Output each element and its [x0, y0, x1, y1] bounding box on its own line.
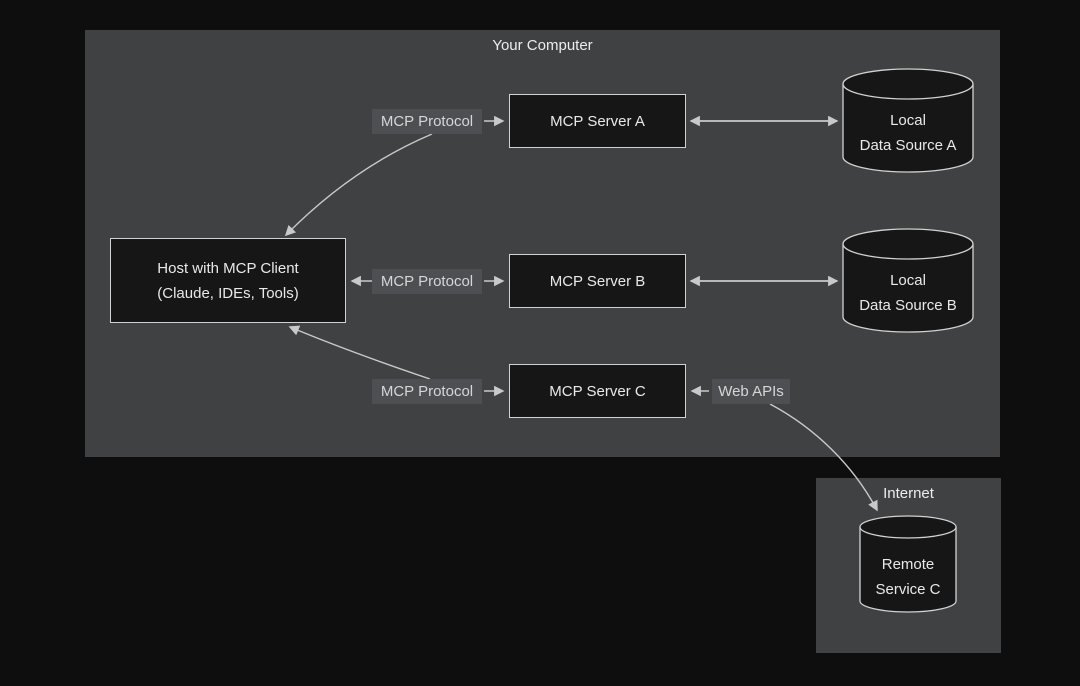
mcp-server-b-node: MCP Server B [509, 254, 686, 308]
ds-a-line2: Data Source A [859, 137, 957, 154]
ds-b-line1: Local [890, 272, 926, 289]
host-label-line1: Host with MCP Client [157, 259, 299, 277]
web-apis-label: Web APIs [712, 379, 790, 404]
local-data-source-a-label: Local Data Source A [843, 108, 973, 158]
your-computer-label: Your Computer [492, 37, 593, 54]
local-data-source-b-label: Local Data Source B [843, 268, 973, 318]
host-node: Host with MCP Client (Claude, IDEs, Tool… [110, 238, 346, 323]
ds-a-line1: Local [890, 112, 926, 129]
mcp-protocol-label-a: MCP Protocol [372, 109, 482, 134]
remote-service-c-label: Remote Service C [860, 552, 956, 602]
mcp-protocol-label-b: MCP Protocol [372, 269, 482, 294]
remote-line2: Service C [875, 581, 941, 598]
mcp-server-c-node: MCP Server C [509, 364, 686, 418]
ds-b-line2: Data Source B [859, 297, 957, 314]
mcp-protocol-label-c: MCP Protocol [372, 379, 482, 404]
mcp-server-a-node: MCP Server A [509, 94, 686, 148]
remote-line1: Remote [881, 556, 935, 573]
internet-label: Internet [883, 485, 934, 502]
host-label-line2: (Claude, IDEs, Tools) [157, 284, 299, 302]
